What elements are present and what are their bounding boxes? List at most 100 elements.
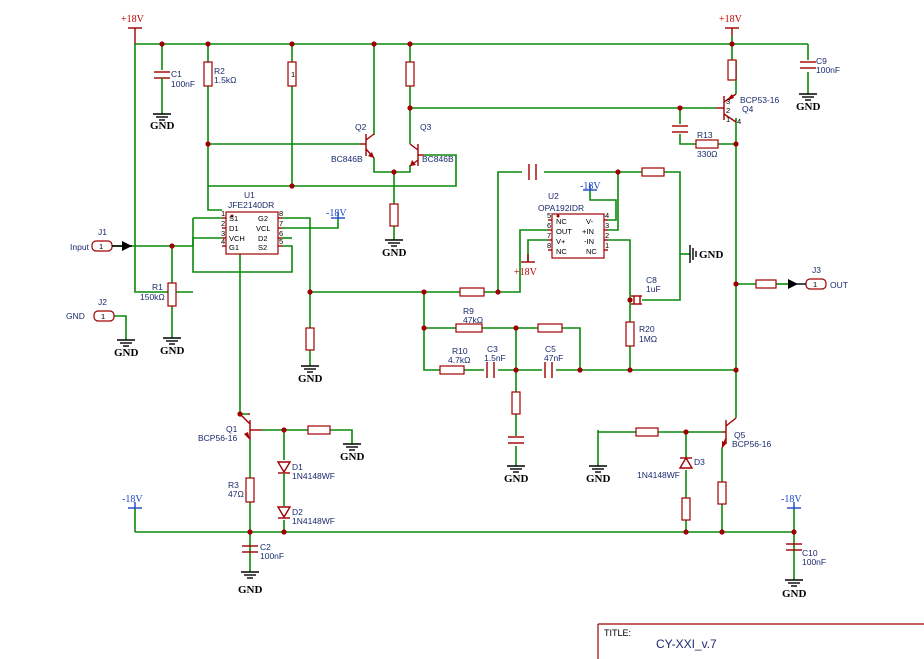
capacitor-top	[528, 164, 537, 180]
transistor-q2	[360, 133, 375, 165]
transistors	[239, 80, 737, 449]
u2-pin-num: 3	[605, 221, 609, 230]
ref-r10: R10	[452, 346, 468, 356]
ref-c5: C5	[545, 344, 556, 354]
u2-pin-name: OUT	[556, 227, 572, 236]
capacitor-c9	[800, 61, 816, 69]
u2-pin-num: 8	[547, 241, 551, 250]
value-c3: 1.5nF	[484, 353, 506, 363]
resistor-unlabeled	[305, 327, 315, 351]
ref-q2: Q2	[355, 122, 367, 132]
vpos-label-right: +18V	[719, 14, 743, 25]
u1-pin-name: G1	[229, 243, 239, 252]
u2-pin-num: 7	[547, 231, 551, 240]
gnd-label: GND	[160, 345, 185, 357]
vneg-label-u2: -18V	[580, 181, 601, 192]
vneg-label-u1: -18V	[326, 208, 347, 219]
ref-r2: R2	[214, 66, 225, 76]
u1-pin-name: VCH	[229, 234, 245, 243]
capacitor-bottom	[508, 436, 524, 444]
capacitor-c10	[786, 543, 802, 551]
value-d1: 1N4148WF	[292, 471, 335, 481]
u1-pin-num: 5	[279, 237, 283, 246]
title-value: CY-XXI_v.7	[656, 637, 717, 651]
value-r2: 1.5kΩ	[214, 75, 236, 85]
value-r20: 1MΩ	[639, 334, 657, 344]
u2-pin-labels: NC OUT V+ NC V- +IN -IN NC 5 6 7 8 4 3 2…	[547, 211, 609, 256]
value-c10: 100nF	[802, 557, 826, 567]
ic-u2	[548, 213, 608, 259]
ref-c8: C8	[646, 275, 657, 285]
ref-r13: R13	[697, 130, 713, 140]
resistor-r10	[439, 365, 465, 375]
ref-r3: R3	[228, 480, 239, 490]
vpos-label-opamp: +18V	[514, 267, 538, 278]
resistor-unlabeled	[681, 497, 691, 521]
diodes	[276, 456, 694, 519]
resistor-r9	[455, 323, 483, 333]
u2-pin-num: 6	[547, 221, 551, 230]
label-j3: OUT	[830, 280, 848, 290]
resistor-r13	[695, 139, 719, 149]
value-q3: BC846B	[422, 154, 454, 164]
value-d3: 1N4148WF	[637, 470, 680, 480]
component-labels: C1 100nF R2 1.5kΩ Q2 BC846B Q3 BC846B U1…	[66, 56, 848, 567]
diode-d3	[678, 456, 694, 469]
connector-j1[interactable]	[91, 240, 132, 252]
u1-pin-num: 8	[279, 209, 283, 218]
resistor-r1	[167, 282, 177, 307]
resistors	[167, 59, 777, 521]
ref-d1: D1	[292, 462, 303, 472]
label-j2: GND	[66, 311, 85, 321]
gnd-label: GND	[340, 451, 365, 463]
value-q2: BC846B	[331, 154, 363, 164]
resistor-unlabeled	[459, 287, 485, 297]
junction-dots	[159, 41, 797, 535]
vpos-label-left: +18V	[121, 14, 145, 25]
resistor-unlabeled	[537, 323, 563, 333]
value-r1: 150kΩ	[140, 292, 165, 302]
pin-j1: 1	[99, 242, 103, 251]
misc-pin-mark: 1	[291, 70, 295, 79]
capacitor-c5	[544, 362, 553, 378]
transistor-q5	[721, 412, 737, 449]
value-u2: OPA192IDR	[538, 203, 584, 213]
ground-symbols	[117, 93, 817, 587]
value-q4: BCP53-16	[740, 95, 779, 105]
value-r10: 4.7kΩ	[448, 355, 470, 365]
q4-pin-labels: 1 2 3 4	[726, 97, 741, 126]
connector-j2[interactable]	[93, 310, 115, 322]
capacitor-c8	[631, 295, 642, 305]
wires	[110, 36, 809, 580]
u1-pin-name: G2	[258, 214, 268, 223]
title-block: TITLE: CY-XXI_v.7	[597, 623, 924, 659]
connector-j3[interactable]	[788, 278, 827, 290]
ref-q4: Q4	[742, 104, 754, 114]
transistor-q3	[409, 135, 424, 167]
u2-pin-name: -IN	[584, 237, 594, 246]
ref-u2: U2	[548, 191, 559, 201]
capacitors	[154, 61, 816, 553]
value-u1: JFE2140DR	[228, 200, 274, 210]
u1-pin-num: 6	[279, 229, 283, 238]
ref-d3: D3	[694, 457, 705, 467]
gnd-label: GND	[699, 249, 724, 261]
u1-pin-num: 2	[221, 219, 225, 228]
u1-pin-labels: S1 D1 VCH G1 G2 VCL D2 S2 1 2 3 4 8 7 6 …	[221, 209, 283, 252]
value-c1: 100nF	[171, 79, 195, 89]
q4-pin-num: 1	[726, 115, 730, 124]
transistor-q4	[716, 80, 737, 123]
value-c8: 1uF	[646, 284, 661, 294]
gnd-label: GND	[796, 101, 821, 113]
vneg-label-right: -18V	[781, 494, 802, 505]
u2-pin-num: 2	[605, 231, 609, 240]
ref-r9: R9	[463, 306, 474, 316]
capacitor-c1	[154, 71, 170, 86]
ref-c3: C3	[487, 344, 498, 354]
u1-pin-num: 4	[221, 237, 225, 246]
resistor-unlabeled	[405, 61, 415, 87]
u2-pin-num: 1	[605, 241, 609, 250]
u1-pin-name: VCL	[256, 224, 271, 233]
